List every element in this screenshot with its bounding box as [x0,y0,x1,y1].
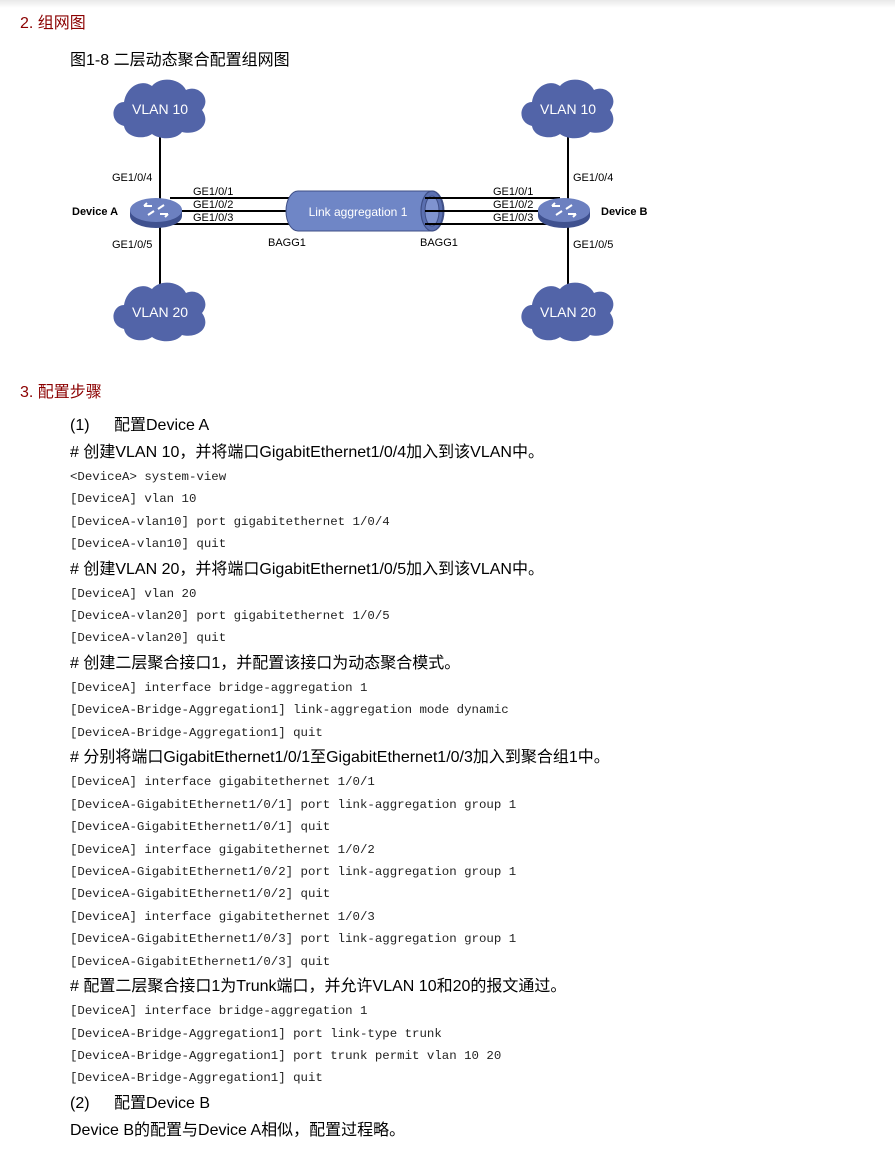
code-line: [DeviceA] interface bridge-aggregation 1 [70,1004,368,1018]
code-line: [DeviceA] interface bridge-aggregation 1 [70,681,368,695]
closing-text: Device B的配置与Device A相似，配置过程略。 [70,1122,406,1139]
comment-line: # 创建VLAN 10，并将端口GigabitEthernet1/0/4加入到该… [70,444,544,461]
svg-text:VLAN 20: VLAN 20 [540,304,596,320]
svg-text:GE1/0/2: GE1/0/2 [493,199,533,211]
code-line: [DeviceA] vlan 10 [70,492,197,506]
svg-text:BAGG1: BAGG1 [420,237,458,249]
code-line: [DeviceA-GigabitEthernet1/0/2] quit [70,887,331,901]
comment-line: # 创建二层聚合接口1，并配置该接口为动态聚合模式。 [70,655,461,672]
svg-text:VLAN 10: VLAN 10 [540,101,596,117]
figure-caption: 图1-8 二层动态聚合配置组网图 [70,52,290,69]
code-line: [DeviceA] interface gigabitethernet 1/0/… [70,775,375,789]
step-1: (1)配置Device A [70,417,210,434]
link-aggregation-tube: Link aggregation 1 [285,190,445,232]
switch-icon-device-b [538,198,590,228]
code-line: [DeviceA] interface gigabitethernet 1/0/… [70,843,375,857]
svg-text:VLAN 10: VLAN 10 [132,101,188,117]
comment-line: # 分别将端口GigabitEthernet1/0/1至GigabitEther… [70,749,610,766]
svg-text:GE1/0/3: GE1/0/3 [193,212,233,224]
comment-line: # 配置二层聚合接口1为Trunk端口，并允许VLAN 10和20的报文通过。 [70,978,567,995]
svg-text:GE1/0/1: GE1/0/1 [193,186,233,198]
svg-text:GE1/0/5: GE1/0/5 [573,239,613,251]
network-diagram: Link aggregation 1 VLAN 10 VLAN 10 VLAN … [72,79,648,342]
step-2: (2)配置Device B [70,1095,211,1112]
code-line: [DeviceA-GigabitEthernet1/0/2] port link… [70,865,517,879]
code-line: [DeviceA-GigabitEthernet1/0/1] quit [70,820,331,834]
section-heading-config-steps: 3. 配置步骤 [20,384,102,401]
svg-text:GE1/0/5: GE1/0/5 [112,239,152,251]
code-line: [DeviceA-GigabitEthernet1/0/3] port link… [70,932,517,946]
svg-text:VLAN 20: VLAN 20 [132,304,188,320]
device-b-label: Device B [601,206,648,218]
code-line: [DeviceA-vlan20] quit [70,631,227,645]
code-line: [DeviceA-GigabitEthernet1/0/3] quit [70,955,331,969]
cloud-vlan20-left: VLAN 20 [113,282,206,342]
code-line: [DeviceA-Bridge-Aggregation1] quit [70,726,323,740]
device-a-label: Device A [72,206,118,218]
link-aggregation-label: Link aggregation 1 [309,205,408,219]
code-line: [DeviceA-Bridge-Aggregation1] port trunk… [70,1049,502,1063]
cloud-vlan10-right: VLAN 10 [521,79,614,139]
code-line: [DeviceA-Bridge-Aggregation1] port link-… [70,1027,442,1041]
code-line: [DeviceA-vlan10] quit [70,537,227,551]
top-shadow [0,0,895,8]
svg-text:GE1/0/3: GE1/0/3 [493,212,533,224]
cloud-vlan20-right: VLAN 20 [521,282,614,342]
code-line: [DeviceA-vlan20] port gigabitethernet 1/… [70,609,390,623]
section-heading-network-diagram: 2. 组网图 [20,15,86,32]
code-line: [DeviceA-Bridge-Aggregation1] link-aggre… [70,703,509,717]
switch-icon-device-a [130,198,182,228]
svg-text:GE1/0/1: GE1/0/1 [493,186,533,198]
comment-line: # 创建VLAN 20，并将端口GigabitEthernet1/0/5加入到该… [70,561,544,578]
code-line: <DeviceA> system-view [70,470,227,484]
code-line: [DeviceA-vlan10] port gigabitethernet 1/… [70,515,390,529]
code-line: [DeviceA-GigabitEthernet1/0/1] port link… [70,798,517,812]
code-line: [DeviceA] interface gigabitethernet 1/0/… [70,910,375,924]
svg-text:GE1/0/4: GE1/0/4 [573,172,613,184]
code-line: [DeviceA-Bridge-Aggregation1] quit [70,1071,323,1085]
svg-text:GE1/0/2: GE1/0/2 [193,199,233,211]
svg-text:BAGG1: BAGG1 [268,237,306,249]
code-line: [DeviceA] vlan 20 [70,587,197,601]
svg-text:GE1/0/4: GE1/0/4 [112,172,152,184]
cloud-vlan10-left: VLAN 10 [113,79,206,139]
